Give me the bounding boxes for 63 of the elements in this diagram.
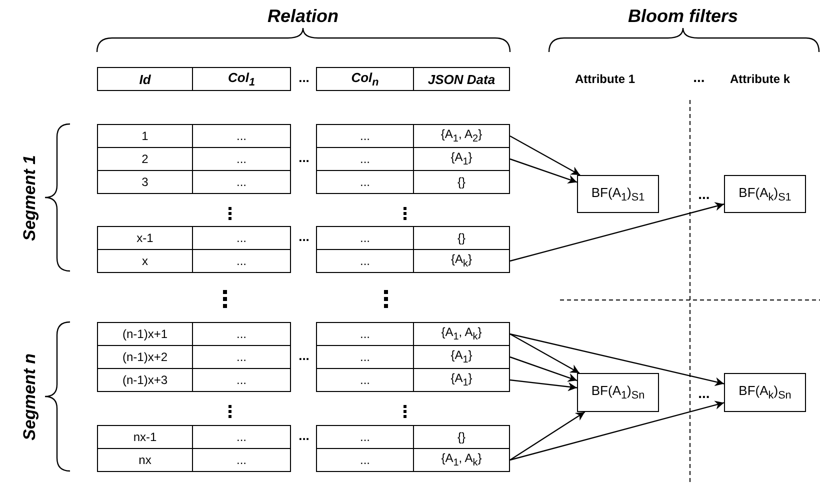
table-cell: {A$_{1}$} [413,368,510,392]
heading: Bloom filters [626,4,739,28]
column-header: Id [97,67,193,91]
arrow [510,333,724,386]
arrow [510,356,578,382]
table-cell: ... [316,124,414,148]
table-cell: ... [192,124,291,148]
ellipsis: ... [692,68,706,87]
arrow [510,333,580,374]
column-header: Attribute 1 [574,71,636,88]
table-cell: ... [316,226,414,250]
segment-label: Segment 1 [19,154,40,243]
arrow [510,202,724,262]
table-cell: nx-1 [97,425,193,449]
arrow [510,135,580,176]
table-cell: x-1 [97,226,193,250]
table-cell: ... [316,322,414,346]
table-cell: (n-1)x+3 [97,368,193,392]
table-cell: x [97,249,193,273]
table-cell: ... [316,170,414,194]
table-cell: ... [316,425,414,449]
column-header: Col$_{1}$ [192,67,291,91]
table-cell: ... [192,226,291,250]
table-cell: ... [192,322,291,346]
table-cell: ... [192,170,291,194]
table-cell: ... [316,448,414,472]
ellipsis: ... [697,185,711,204]
ellipsis: ... [298,346,310,364]
table-cell: ... [192,249,291,273]
table-cell: {A$_{k}$} [413,249,510,273]
table-cell: {} [413,226,510,250]
heading: Relation [266,4,340,28]
table-cell: nx [97,448,193,472]
table-cell: ... [192,448,291,472]
arrow [510,400,724,461]
bloom-filter-box: BF(A$_{1}$)$_{Sn}$ [577,373,659,412]
table-cell: {} [413,425,510,449]
table-cell: 1 [97,124,193,148]
ellipsis: ... [298,228,310,246]
ellipsis: ... [298,68,310,86]
table-cell: ... [316,249,414,273]
arrow [510,158,578,184]
column-header: Attribute k [729,71,791,88]
table-cell: ... [192,425,291,449]
bloom-filter-box: BF(A$_{k}$)$_{Sn}$ [724,373,806,412]
ellipsis: ... [298,426,310,444]
arrow [510,379,578,392]
table-cell: (n-1)x+1 [97,322,193,346]
table-cell: ... [316,368,414,392]
table-cell: {A$_{1}$, A$_{k}$} [413,448,510,472]
table-cell: 3 [97,170,193,194]
column-header: JSON Data [413,67,510,91]
segment-label: Segment n [19,352,40,442]
arrow [510,412,586,460]
table-cell: ... [192,368,291,392]
table-cell: {A$_{1}$, A$_{2}$} [413,124,510,148]
table-cell: {} [413,170,510,194]
ellipsis: ... [298,148,310,166]
bloom-filter-box: BF(A$_{k}$)$_{S1}$ [724,175,806,213]
ellipsis: ... [697,384,711,403]
bloom-filter-box: BF(A$_{1}$)$_{S1}$ [577,175,659,213]
column-header: Col$_{n}$ [316,67,414,91]
table-cell: {A$_{1}$, A$_{k}$} [413,322,510,346]
